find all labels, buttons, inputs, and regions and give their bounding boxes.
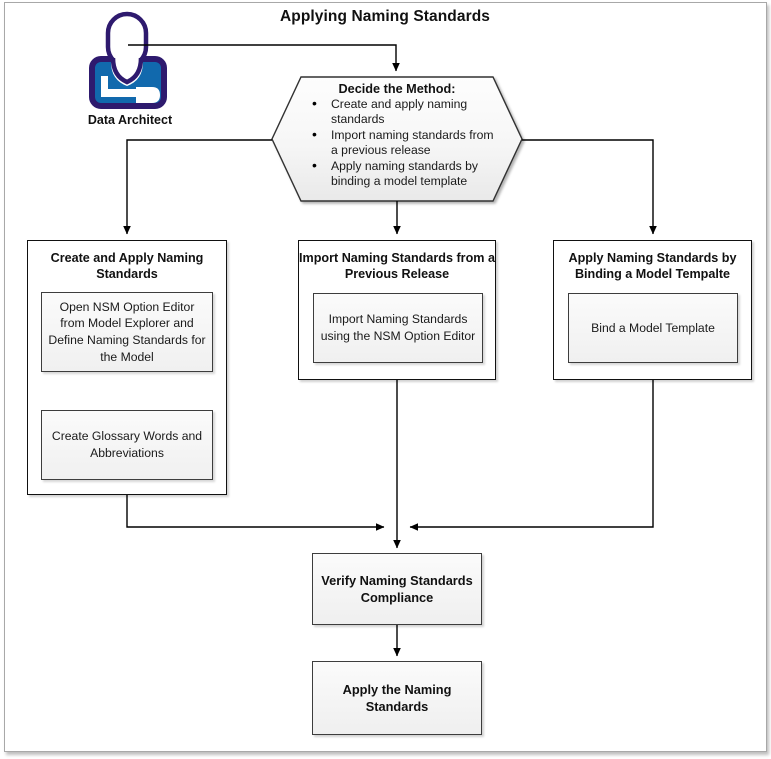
decision-option-label: Create and apply naming standards bbox=[331, 97, 468, 127]
decision-option-list: • Create and apply naming standards • Im… bbox=[292, 95, 502, 190]
edge-actor-to-decision bbox=[128, 44, 400, 72]
decision-option: • Import naming standards from a previou… bbox=[312, 125, 502, 159]
branch-title: Create and Apply Naming Standards bbox=[50, 251, 204, 281]
branch-title: Import Naming Standards from a Previous … bbox=[299, 251, 495, 281]
bullet-icon: • bbox=[312, 125, 317, 142]
step-box-open-nsm-option-editor: Open NSM Option Editor from Model Explor… bbox=[41, 292, 213, 372]
step-label: Bind a Model Template bbox=[591, 320, 715, 335]
decision-option-label: Apply naming standards by binding a mode… bbox=[331, 158, 479, 189]
result-label: Apply the Naming Standards bbox=[342, 682, 452, 714]
step-label: Open NSM Option Editor from Model Explor… bbox=[48, 299, 206, 364]
result-box-apply-naming-standards: Apply the Naming Standards bbox=[312, 661, 482, 735]
branch-title: Apply Naming Standards by Binding a Mode… bbox=[568, 251, 737, 281]
decision-option-label: Import naming standards from a previous … bbox=[331, 127, 494, 158]
decision-node: Decide the Method: • Create and apply na… bbox=[270, 76, 524, 202]
person-icon bbox=[89, 11, 167, 109]
bullet-icon: • bbox=[312, 156, 317, 173]
page-title: Applying Naming Standards bbox=[279, 8, 491, 25]
decision-heading: Decide the Method: bbox=[338, 82, 456, 96]
decision-hexagon bbox=[271, 76, 523, 202]
step-label: Create Glossary Words and Abbreviations bbox=[51, 429, 203, 460]
step-box-import-using-nsm-option-editor: Import Naming Standards using the NSM Op… bbox=[313, 293, 483, 363]
edge-branch3-to-merge bbox=[409, 380, 654, 531]
decision-option: • Apply naming standards by binding a mo… bbox=[312, 156, 502, 190]
decision-option: • Create and apply naming standards bbox=[312, 95, 502, 128]
step-box-bind-a-model-template: Bind a Model Template bbox=[568, 293, 738, 363]
step-box-create-glossary-words: Create Glossary Words and Abbreviations bbox=[41, 410, 213, 480]
edge-decision-to-branch1 bbox=[123, 139, 272, 235]
result-box-verify-compliance: Verify Naming Standards Compliance bbox=[312, 553, 482, 625]
result-label: Verify Naming Standards Compliance bbox=[321, 573, 473, 605]
bullet-icon: • bbox=[312, 95, 317, 111]
step-label: Import Naming Standards using the NSM Op… bbox=[320, 312, 476, 343]
edge-branch1-to-merge bbox=[126, 495, 385, 531]
edge-decision-to-branch3 bbox=[522, 139, 657, 235]
actor-label: Data Architect bbox=[87, 113, 173, 127]
